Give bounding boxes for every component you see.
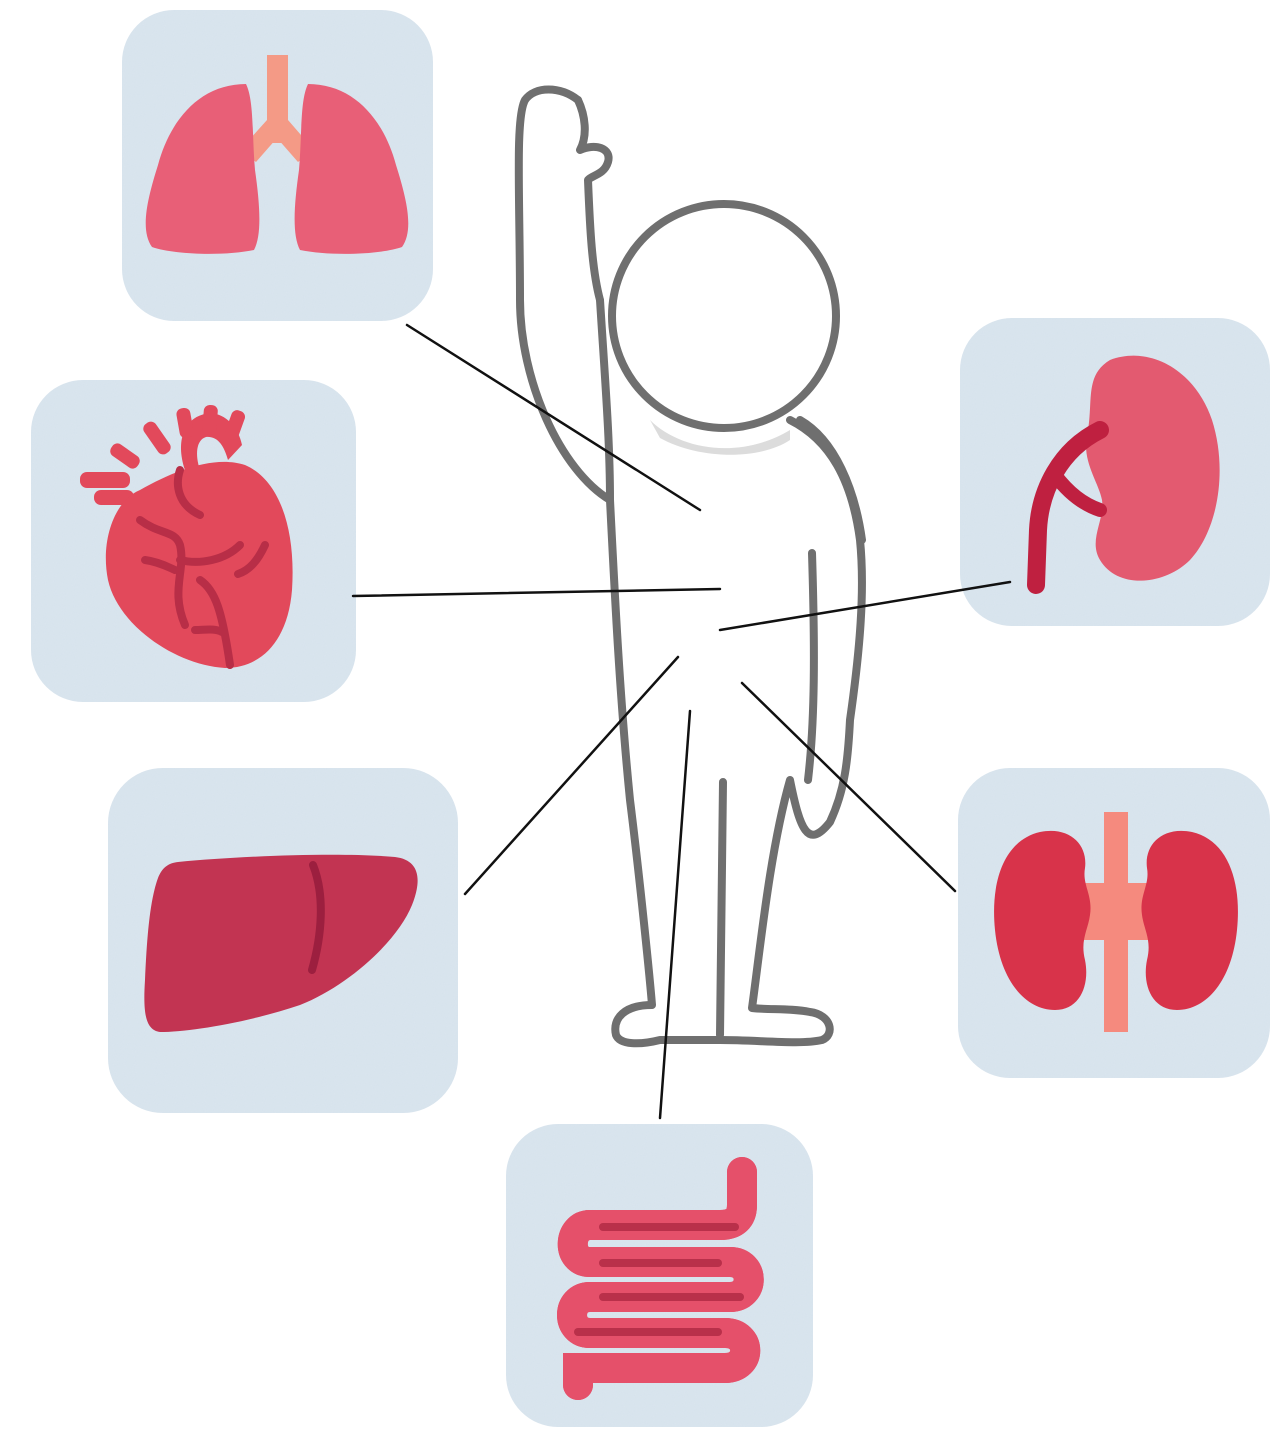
head <box>612 204 836 428</box>
connector-liver <box>465 657 678 894</box>
connector-intestine <box>660 711 690 1118</box>
raised-hand <box>578 100 609 300</box>
torso-left <box>600 300 610 500</box>
kidneys-icon <box>994 812 1238 1032</box>
connector-heart <box>353 589 720 596</box>
back <box>800 420 862 540</box>
right-leg-inner <box>720 782 723 1035</box>
person-raising-arm <box>519 90 862 1044</box>
left-arm-inner <box>808 553 814 780</box>
renal-branches <box>1083 888 1150 935</box>
